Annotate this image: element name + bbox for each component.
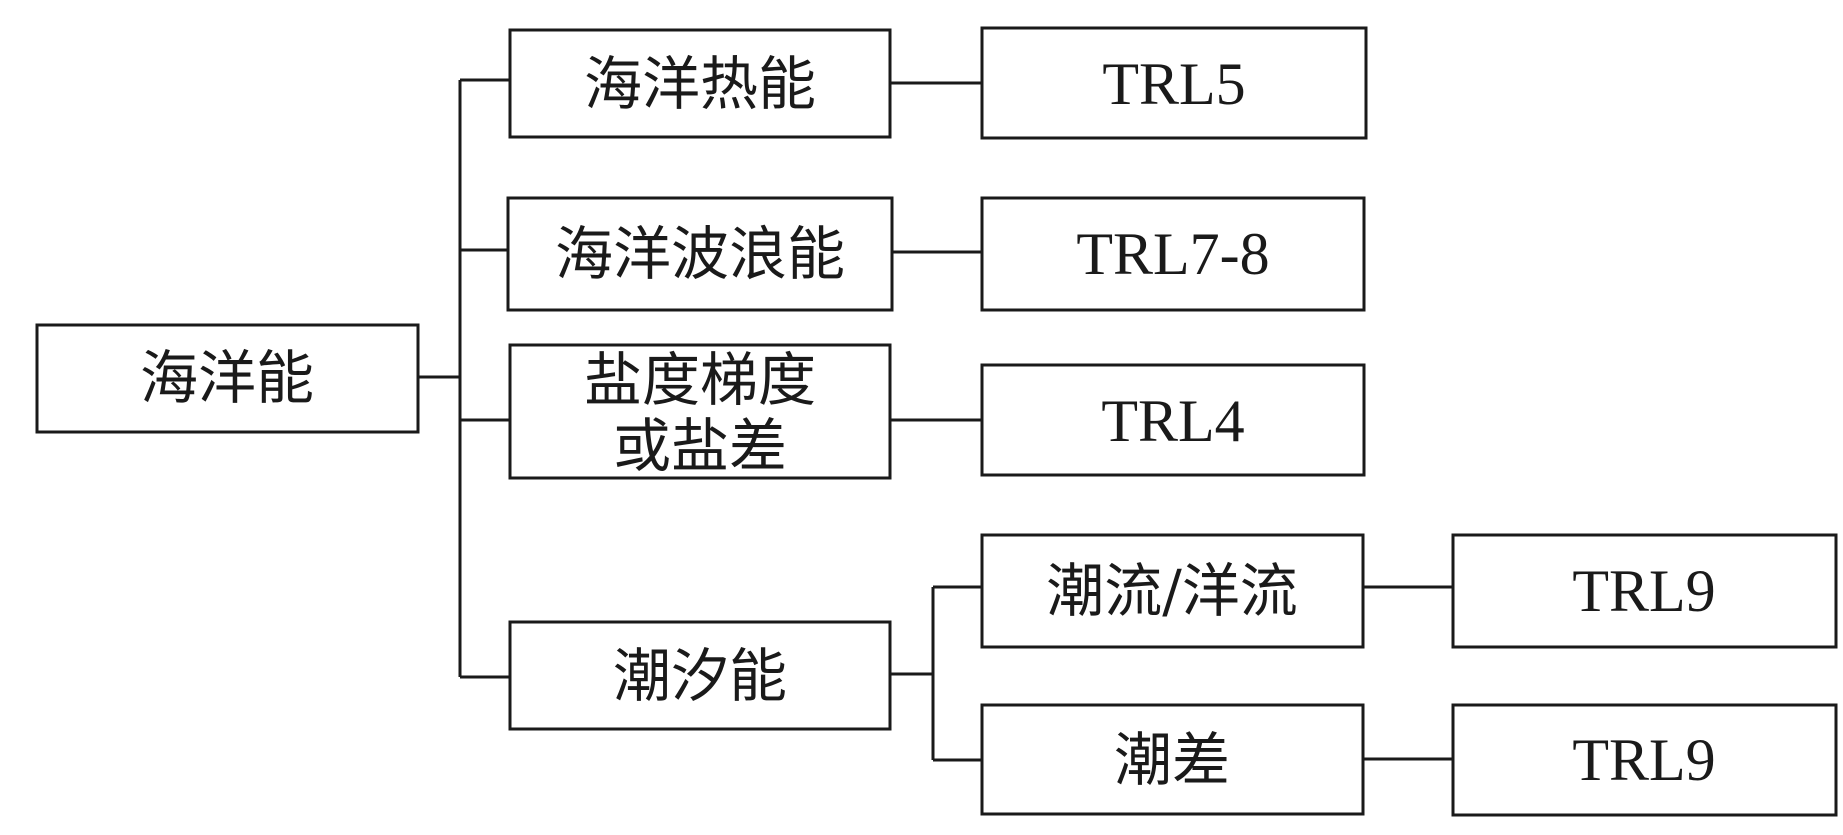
salinity-gradient-label-line-1: 盐度梯度 bbox=[584, 346, 816, 414]
node-root-ocean-energy: 海洋能 bbox=[35, 323, 420, 434]
tidal-range-label: 潮差 bbox=[1114, 726, 1230, 794]
tidal-range-trl: TRL9 bbox=[1572, 727, 1715, 793]
node-salinity-gradient: 盐度梯度 或盐差 bbox=[508, 343, 892, 480]
node-tidal-range: 潮差 bbox=[980, 703, 1365, 816]
node-wave-energy-trl: TRL7-8 bbox=[980, 196, 1366, 312]
node-tidal-stream: 潮流/洋流 bbox=[980, 533, 1365, 649]
tidal-stream-label: 潮流/洋流 bbox=[1046, 557, 1298, 625]
node-salinity-gradient-trl: TRL4 bbox=[980, 363, 1366, 477]
salinity-gradient-label-line-2: 或盐差 bbox=[613, 412, 787, 480]
node-tidal-stream-trl: TRL9 bbox=[1451, 533, 1838, 649]
tidal-stream-trl: TRL9 bbox=[1572, 558, 1715, 624]
connector-lines bbox=[418, 78, 1453, 762]
tidal-energy-label: 潮汐能 bbox=[613, 642, 787, 710]
root-label: 海洋能 bbox=[140, 344, 314, 412]
salinity-gradient-trl: TRL4 bbox=[1101, 388, 1244, 454]
node-tidal-energy: 潮汐能 bbox=[508, 620, 892, 731]
wave-energy-trl: TRL7-8 bbox=[1076, 221, 1269, 287]
node-ocean-thermal-trl: TRL5 bbox=[980, 26, 1368, 140]
node-ocean-thermal: 海洋热能 bbox=[508, 28, 892, 139]
ocean-thermal-label: 海洋热能 bbox=[584, 50, 816, 118]
ocean-thermal-trl: TRL5 bbox=[1102, 51, 1245, 117]
node-tidal-range-trl: TRL9 bbox=[1451, 703, 1838, 817]
wave-energy-label: 海洋波浪能 bbox=[555, 220, 845, 288]
node-wave-energy: 海洋波浪能 bbox=[506, 196, 894, 312]
